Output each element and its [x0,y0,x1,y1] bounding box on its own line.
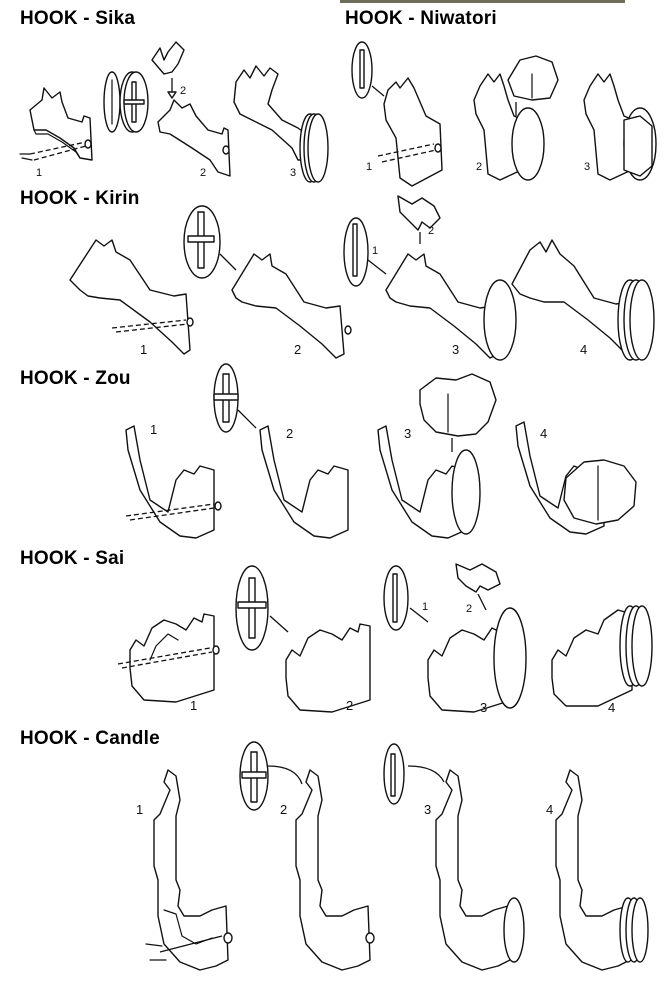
candle-step1-figure [145,769,233,971]
candle-step-label-4: 4 [546,802,553,817]
sai-callout-1: 1 [422,601,428,613]
section-title-candle: HOOK - Candle [20,728,160,749]
niwatori-diagram: 1 2 3 [351,41,657,187]
section-title-kirin: HOOK - Kirin [20,188,140,209]
kirin-step3-figure [343,195,517,361]
kirin-step4-figure [511,239,655,361]
kirin-step-label-3: 3 [452,342,459,357]
sika-callout-2: 2 [180,85,186,97]
sika-step-label-3: 3 [290,167,296,179]
section-title-sai: HOOK - Sai [20,548,125,569]
candle-step-label-3: 3 [424,802,431,817]
zou-step-label-4: 4 [540,426,547,441]
zou-step2-figure [213,363,349,539]
sika-discs [103,71,149,133]
zou-step-label-3: 3 [404,426,411,441]
zou-step3-figure [377,373,497,539]
sika-step-label-1: 1 [36,167,42,179]
niwatori-step2-figure [473,55,559,181]
kirin-step-label-4: 4 [580,342,587,357]
kirin-diagram: 1 2 1 2 3 4 [69,195,655,361]
section-title-sika: HOOK - Sika [20,8,136,29]
sai-diagram: 1 2 1 2 3 4 [117,563,653,715]
kirin-step-label-2: 2 [294,342,301,357]
sai-step-label-2: 2 [346,698,353,713]
zou-step-label-1: 1 [150,422,157,437]
sika-diagram: 1 2 2 3 [19,41,329,183]
sika-step3-figure [233,65,329,183]
candle-diagram: 1 2 3 4 [136,741,649,971]
candle-step-label-1: 1 [136,802,143,817]
niwatori-callout-1: 1 [366,161,372,173]
sai-step1-figure [117,613,220,703]
sika-step1-figure [19,87,93,161]
sai-step-label-3: 3 [480,700,487,715]
candle-step-label-2: 2 [280,802,287,817]
niwatori-step3-figure [583,73,657,181]
zou-step1-figure [125,425,222,539]
section-title-zou: HOOK - Zou [20,368,131,389]
sai-step4-figure [551,605,653,707]
sai-step-label-4: 4 [608,700,615,715]
sai-step-label-1: 1 [190,698,197,713]
sai-step3-figure [383,563,527,713]
zou-diagram: 1 2 3 4 [125,363,637,539]
kirin-step-label-1: 1 [140,342,147,357]
kirin-callout-1: 1 [372,245,378,257]
niwatori-step1-figure [351,41,443,187]
niwatori-step-label-2: 2 [476,161,482,173]
candle-step3-figure [383,743,525,971]
candle-step4-figure [555,769,649,971]
section-title-niwatori: HOOK - Niwatori [345,8,497,29]
sai-callout-2: 2 [466,603,472,615]
sika-step2-figure [151,41,231,177]
zou-step4-figure [515,421,637,535]
sika-step-label-2: 2 [200,167,206,179]
top-edge-bar [340,0,625,3]
candle-step2-figure [239,741,375,971]
kirin-callout-2: 2 [428,225,434,237]
kirin-step1-figure [69,239,194,355]
kirin-step2-figure [183,205,352,359]
sai-step2-figure [235,565,371,713]
zou-step-label-2: 2 [286,426,293,441]
niwatori-step-label-3: 3 [584,161,590,173]
